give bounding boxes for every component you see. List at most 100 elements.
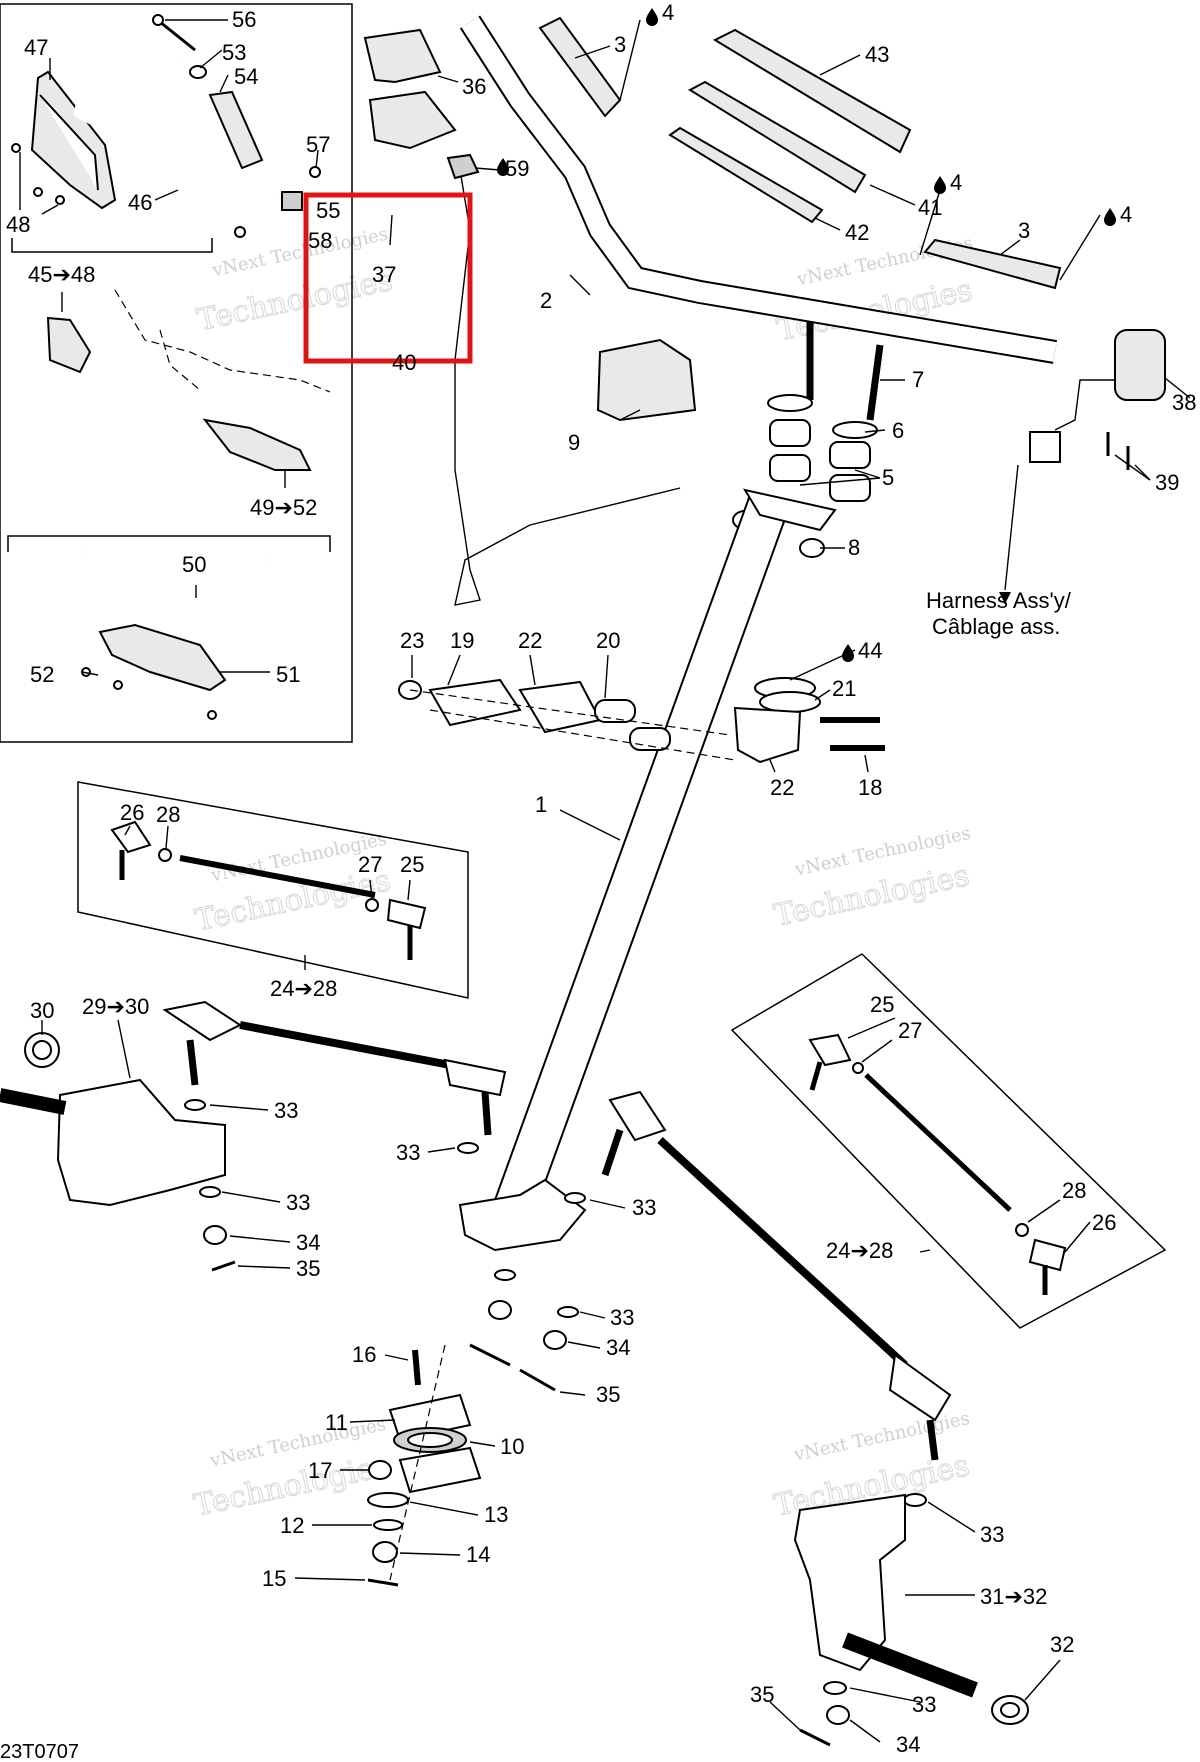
callout-27-right: 27	[898, 1018, 922, 1043]
tie-rod-end-25b-stud	[809, 1061, 823, 1091]
nut-34d	[826, 1705, 850, 1725]
callout-35-c: 35	[750, 1682, 774, 1707]
callout-34-c: 34	[896, 1732, 920, 1757]
sleeve-54	[208, 90, 264, 170]
callout-33-a: 33	[274, 1098, 298, 1123]
callout-27-left: 27	[358, 852, 382, 877]
drop-icon	[1104, 208, 1116, 226]
watermark-bottom-left: vNext Technologies Technologies	[191, 1414, 393, 1524]
cotter-pin-35a	[211, 1260, 236, 1272]
cover-9	[596, 338, 697, 422]
callout-25-right: 25	[870, 992, 894, 1017]
nut-34a	[203, 1225, 227, 1245]
callout-15: 15	[262, 1566, 286, 1591]
callout-26-left: 26	[120, 800, 144, 825]
support-22b	[733, 706, 802, 764]
pitman-arm	[458, 1178, 587, 1252]
callout-57: 57	[306, 132, 330, 157]
clamp-55	[281, 191, 303, 211]
screw-52b	[113, 680, 123, 690]
callout-8: 8	[848, 535, 860, 560]
cable-end-59	[446, 153, 480, 180]
callout-34-b: 34	[606, 1335, 630, 1360]
tie-rod-27b	[864, 1073, 1012, 1212]
harness-note: Harness Ass'y/ Câblage ass.	[926, 588, 1072, 639]
washer-6b	[832, 421, 878, 439]
callout-52: 52	[30, 662, 54, 687]
pad-42	[668, 126, 824, 224]
arrow-down-icon	[999, 592, 1011, 604]
bearing-10-bore	[407, 1432, 453, 1448]
callout-50: 50	[182, 552, 206, 577]
bracket-50-inner	[84, 550, 278, 603]
callout-23: 23	[400, 628, 424, 653]
screw-56	[159, 20, 196, 52]
pad-36-bottom	[368, 90, 457, 150]
callout-38: 38	[1172, 390, 1196, 415]
clamp-5a	[769, 419, 811, 447]
tie-rod-inset-frame-right	[730, 953, 1167, 1329]
tie-rod-end-lower-right-stud	[926, 1419, 939, 1461]
washer-33a	[184, 1099, 206, 1111]
watermark-mid-right: vNext Technologies Technologies	[771, 823, 973, 934]
screw-48c	[55, 195, 65, 205]
leader-lines	[19, 19, 1191, 1743]
handlebar-ghost	[114, 289, 331, 393]
watermark-mid-left: vNext Technologies Technologies	[192, 829, 394, 939]
callout-7: 7	[912, 367, 924, 392]
handguard-bracket-inner	[73, 56, 281, 210]
washer-33b	[199, 1186, 221, 1198]
bushing-20a	[594, 699, 636, 723]
handguard-shell-ridge	[39, 94, 99, 191]
tie-rod-end-right	[443, 1058, 507, 1097]
throttle-cable-40	[454, 169, 681, 606]
callout-4-mid: 4	[950, 170, 962, 195]
support-19	[428, 678, 522, 727]
screw-48b	[33, 187, 43, 197]
tie-rod-27	[179, 855, 376, 898]
callout-45-48: 45➔48	[28, 262, 95, 287]
callout-54: 54	[234, 64, 258, 89]
column-bearing-axis	[389, 1344, 446, 1581]
grip-3-left	[538, 16, 622, 118]
nut-28b	[1015, 1223, 1029, 1237]
washer-33g	[903, 1493, 927, 1507]
clamp-5c	[769, 454, 811, 482]
washer-33d	[564, 1192, 586, 1204]
callout-22-bottom: 22	[770, 775, 794, 800]
callout-56: 56	[232, 7, 256, 32]
nut-34c	[543, 1330, 567, 1350]
throttle-housing-38	[1114, 329, 1166, 401]
nut-28	[158, 848, 172, 862]
bolt-16	[412, 1349, 421, 1386]
handguard-assembly-right	[202, 418, 312, 471]
handguard-group-bracket	[11, 238, 213, 253]
drop-icon	[842, 644, 854, 662]
callout-18: 18	[858, 775, 882, 800]
tie-rod-end-lower-right	[888, 1353, 952, 1422]
harness-note-line2: Câblage ass.	[932, 614, 1060, 639]
callout-44: 44	[858, 638, 882, 663]
callout-32: 32	[1050, 1632, 1074, 1657]
callout-39: 39	[1155, 470, 1179, 495]
seal-32-inner	[1000, 1702, 1020, 1718]
callout-28-left: 28	[156, 802, 180, 827]
callout-51: 51	[276, 662, 300, 687]
callout-33-e: 33	[610, 1305, 634, 1330]
callout-30: 30	[30, 998, 54, 1023]
washer-33e	[494, 1269, 516, 1281]
tie-rod-end-26	[110, 820, 152, 854]
washer-33f	[557, 1306, 579, 1318]
handlebar-parts	[363, 15, 1166, 1212]
callout-31-32: 31➔32	[980, 1584, 1047, 1609]
callout-17: 17	[308, 1458, 332, 1483]
callout-9: 9	[568, 430, 580, 455]
cotter-pin-35c	[519, 1368, 556, 1392]
handguard-inset-frame	[0, 3, 353, 743]
callout-labels: 56 47 53 54 57 46 55 58 48 37 45➔48 49➔5…	[6, 0, 1196, 1757]
callout-16: 16	[352, 1342, 376, 1367]
cotter-pin-15	[367, 1578, 399, 1587]
callout-3-right: 3	[1018, 218, 1030, 243]
